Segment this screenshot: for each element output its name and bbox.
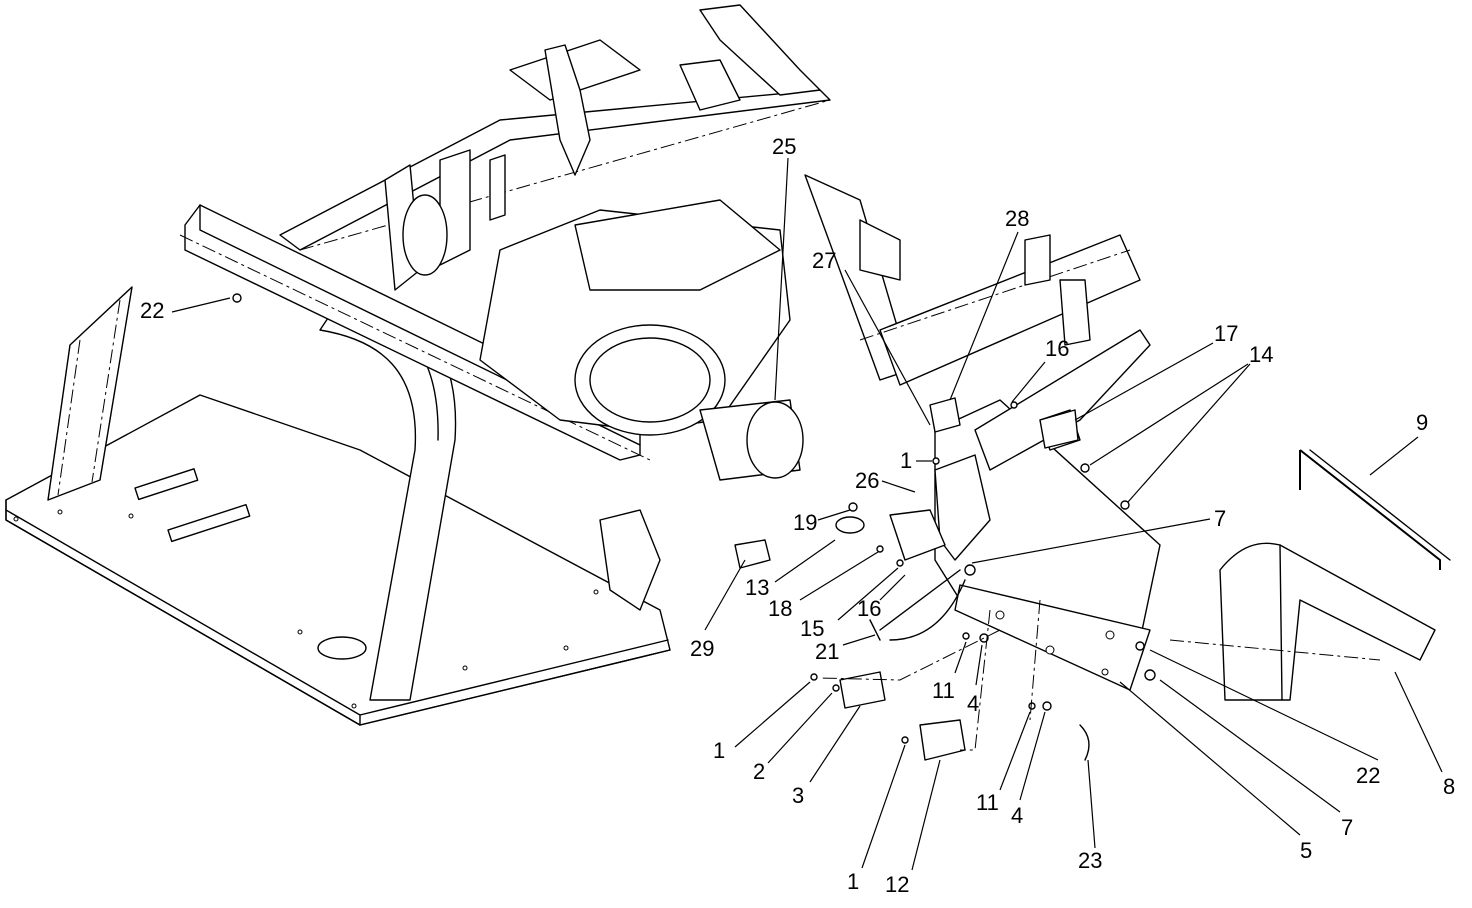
callout-11-lower: 11 xyxy=(976,790,999,815)
engine-block xyxy=(479,199,804,481)
callout-21: 21 xyxy=(815,639,839,664)
callout-14: 14 xyxy=(1249,342,1273,367)
callout-15: 15 xyxy=(800,616,824,641)
leader-lines xyxy=(171,157,1443,871)
callout-16-top: 16 xyxy=(1045,336,1069,361)
callout-4-lower: 4 xyxy=(1011,803,1023,828)
callout-1-mid: 1 xyxy=(713,738,725,763)
callout-1-bottom: 1 xyxy=(847,869,859,894)
floor-pan xyxy=(5,394,671,726)
callout-12: 12 xyxy=(885,872,909,897)
callout-25: 25 xyxy=(772,134,796,159)
callout-labels: 25 28 27 22 16 17 14 9 1 26 19 7 13 18 1… xyxy=(140,134,1455,897)
callout-5: 5 xyxy=(1300,838,1312,863)
callout-4-upper: 4 xyxy=(967,691,979,716)
rear-brackets xyxy=(384,149,911,381)
callout-22-left: 22 xyxy=(140,298,164,323)
callout-29: 29 xyxy=(690,636,714,661)
callout-9: 9 xyxy=(1416,410,1428,435)
callout-23: 23 xyxy=(1078,848,1102,873)
callout-11-upper: 11 xyxy=(932,678,955,703)
parts-cluster xyxy=(734,397,1090,761)
callout-28: 28 xyxy=(1005,206,1029,231)
callout-1-top: 1 xyxy=(900,448,912,473)
rod xyxy=(1299,449,1451,570)
callout-3: 3 xyxy=(792,783,804,808)
callout-17: 17 xyxy=(1214,321,1238,346)
rear-rail xyxy=(279,4,831,251)
callout-2: 2 xyxy=(753,759,765,784)
callout-7-bottom: 7 xyxy=(1341,815,1353,840)
callout-19: 19 xyxy=(793,510,817,535)
callout-13: 13 xyxy=(745,575,769,600)
callout-18: 18 xyxy=(768,596,792,621)
callout-27: 27 xyxy=(812,248,836,273)
alignment-lines xyxy=(819,599,1381,751)
left-upright xyxy=(47,286,133,501)
fasteners xyxy=(232,293,1156,744)
callout-8: 8 xyxy=(1443,774,1455,799)
front-crossbeam xyxy=(179,204,661,611)
cover xyxy=(1219,542,1436,701)
callout-16-mid: 16 xyxy=(857,596,881,621)
callout-22-right: 22 xyxy=(1356,763,1380,788)
right-rail xyxy=(859,234,1141,386)
callout-26: 26 xyxy=(855,468,879,493)
callout-7-top: 7 xyxy=(1214,506,1226,531)
